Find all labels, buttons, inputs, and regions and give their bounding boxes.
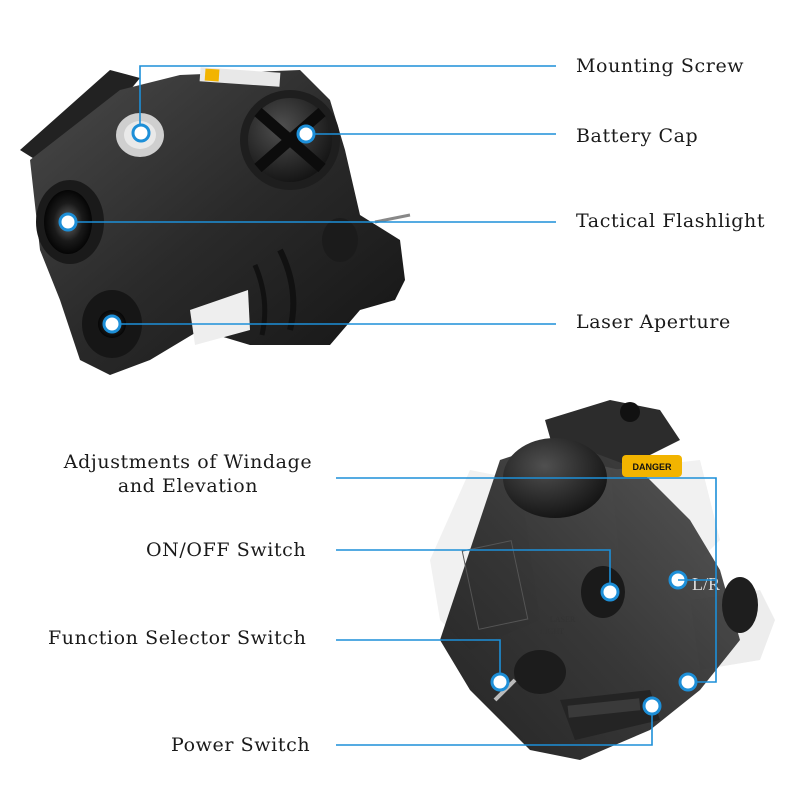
rail-screw (620, 402, 640, 422)
warning-label-color (204, 68, 220, 82)
warning-label-strip (199, 67, 281, 87)
danger-sticker-text: DANGER (632, 462, 672, 472)
dot-battery-cap (296, 124, 316, 144)
leader-function-selector (336, 639, 501, 682)
label-function-selector-switch: Function Selector Switch (48, 627, 307, 649)
power-switch-label (567, 698, 641, 718)
elevation-knob (722, 577, 758, 633)
top-device (20, 67, 411, 375)
label-power-switch: Power Switch (171, 734, 311, 756)
leader-mounting-screw (139, 65, 556, 133)
function-selector-knob (514, 650, 566, 694)
dot-power-switch (642, 696, 662, 716)
leader-power-switch (336, 706, 653, 746)
leader-dots (58, 123, 698, 716)
groove-1 (277, 248, 297, 331)
groove-2 (252, 264, 268, 336)
dot-laser-aperture (102, 314, 122, 334)
light-marking: LIGHT (540, 627, 564, 636)
label-battery-cap: Battery Cap (576, 125, 699, 147)
bottom-device: DANGER LASER LIGHT L/R (430, 400, 775, 760)
side-pin (374, 213, 411, 224)
label-on-off-switch: ON/OFF Switch (146, 539, 307, 561)
laser-marking: LASER (550, 615, 576, 624)
side-button (322, 218, 358, 262)
battery-cap-slot (254, 107, 326, 173)
label-tactical-flashlight: Tactical Flashlight (576, 210, 766, 232)
dot-windage-elevation (678, 672, 698, 692)
label-laser-aperture: Laser Aperture (576, 311, 731, 333)
switch-diagram-box (461, 540, 529, 630)
dot-mounting-screw (131, 123, 151, 143)
leader-lines (68, 65, 717, 746)
label-mounting-screw: Mounting Screw (576, 55, 745, 77)
label-windage-elevation: Adjustments of Windage and Elevation (56, 450, 320, 498)
dot-function-selector (490, 672, 510, 692)
dot-tactical-flashlight (58, 212, 78, 232)
leader-on-off-switch (336, 549, 611, 592)
danger-sticker (622, 455, 682, 477)
lr-marking: L/R (692, 574, 720, 594)
dot-on-off-switch (600, 582, 620, 602)
side-label (190, 290, 250, 345)
label-windage-line2: and Elevation (117, 475, 259, 497)
label-windage-line1: Adjustments of Windage (63, 451, 313, 473)
